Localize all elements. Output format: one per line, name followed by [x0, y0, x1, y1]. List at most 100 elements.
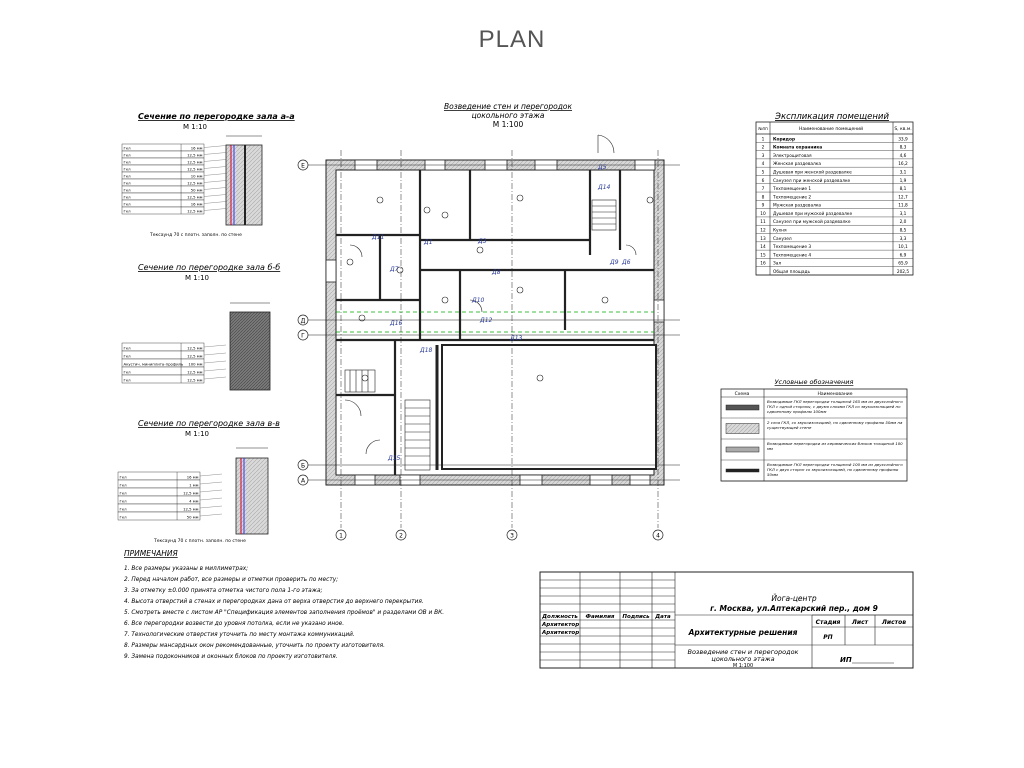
stamp-role-2: Архитектор — [541, 630, 579, 636]
section-layer-value: 10 мм — [191, 174, 203, 179]
section-layer-name: Гкл — [124, 378, 132, 383]
section-layer-value: 12,5 мм — [187, 181, 203, 186]
legend-swatch — [725, 446, 760, 453]
section-layer-value: 16 мм — [187, 475, 199, 480]
note-item: 8. Размеры мансардных окон рекомендованн… — [124, 643, 385, 649]
explication-cell-name: Коридор — [773, 136, 795, 142]
axis-bubble: 2 — [395, 529, 407, 541]
explication-cell-no: 16 — [760, 261, 766, 267]
legend-item: Возводимые ГКЛ перегородки толщиной 165 … — [721, 399, 907, 419]
axis-label: Е — [301, 163, 305, 170]
explication-cell-name: Техпомещение 3 — [772, 244, 811, 250]
svg-text:Д16: Д16 — [389, 320, 403, 327]
note-item: 4. Высота отверстий в стенах и перегород… — [124, 599, 424, 605]
svg-text:Д11: Д11 — [371, 234, 384, 241]
explication-cell-no: 8 — [762, 194, 765, 200]
explication-cell-area: 3,1 — [900, 211, 907, 217]
section-b-scale: М 1:10 — [185, 274, 209, 282]
section-layer-name: Гкл — [120, 491, 128, 496]
explication-cell-name: Электрощитовая — [773, 153, 812, 159]
section-layer-value: 12,5 мм — [183, 491, 199, 496]
axis-bubble: Б — [297, 459, 309, 471]
title-stamp: Должность Фамилия Подпись Дата Архитекто… — [539, 571, 914, 669]
explication-cell-no: 10 — [760, 211, 766, 217]
stamp-col-stage: Стадия — [816, 619, 841, 626]
stamp-col-sheet: Лист — [851, 619, 869, 626]
legend-swatch — [725, 468, 760, 473]
explication-cell-area: 6,9 — [900, 252, 907, 258]
section-layer-name: Гкл — [124, 174, 132, 179]
explication-cell-area: 65,9 — [898, 261, 908, 267]
svg-text:Д18: Д18 — [419, 347, 433, 354]
explication-cell-name: Душевая при мужской раздевалке — [773, 210, 852, 217]
legend-item: Возводимые ГКЛ перегородки толщиной 100 … — [721, 462, 907, 482]
section-layer-row: Гкл 12,5 мм — [121, 192, 227, 201]
section-layer-value: 50 мм — [191, 188, 203, 193]
explication-cell-name: Зал — [773, 261, 781, 267]
section-layer-name: Гкл — [120, 475, 128, 480]
note-item: 9. Замена подоконников и оконных блоков … — [124, 654, 338, 660]
explication-cell-area: 16,2 — [898, 161, 908, 167]
explication-cell-area: 3,1 — [900, 169, 907, 175]
explication-cell-area: 8,5 — [900, 228, 907, 234]
axis-bubble: 4 — [652, 529, 664, 541]
notes-block: ПРИМЕЧАНИЯ 1. Все размеры указаны в милл… — [124, 549, 444, 660]
explication-cell-name: Мужская раздевалка — [773, 203, 821, 209]
plan-scale: М 1:100 — [493, 120, 524, 129]
section-layer-value: 12,5 мм — [187, 195, 203, 200]
legend-item: Возводимые перегородки из керамических б… — [721, 441, 907, 461]
section-layer-row: Гкл 50 мм — [121, 185, 227, 194]
svg-text:Д5: Д5 — [597, 164, 607, 171]
stamp-col-sheets: Листов — [881, 619, 906, 626]
section-layer-name: Гкл — [124, 195, 132, 200]
page-title: PLAN — [478, 26, 546, 53]
section-layer-name: Акустич. миниплита-профиль — [124, 362, 184, 367]
section-a-a: Сечение по перегородке зала а-а М 1:10 Г… — [121, 112, 295, 238]
section-layer-value: 12,5 мм — [187, 346, 203, 351]
section-layer-name: Гкл — [124, 188, 132, 193]
note-item: 1. Все размеры указаны в миллиметрах; — [124, 566, 248, 572]
note-item: 6. Все перегородки возвести до уровня по… — [124, 621, 344, 627]
section-layer-value: 50 мм — [187, 515, 199, 520]
svg-text:Д12: Д12 — [479, 317, 493, 324]
section-layer-name: Гкл — [120, 499, 128, 504]
explication-cell-no: 14 — [760, 244, 766, 250]
explication-cell-no: 5 — [762, 169, 765, 175]
section-layer-name: Гкл — [120, 507, 128, 512]
stamp-role-1: Архитектор — [541, 622, 579, 628]
explication-cell-no: 13 — [760, 236, 766, 242]
note-item: 3. За отметку ±0.000 принята отметка чис… — [124, 588, 322, 594]
section-a-title: Сечение по перегородке зала а-а — [138, 112, 295, 121]
note-item: 2. Перед началом работ, все размеры и от… — [124, 577, 338, 583]
explication-cell-name: Санузел — [773, 236, 792, 242]
axis-bubble: Е — [297, 159, 309, 171]
explication-cell-no: 15 — [760, 252, 766, 258]
axis-label: Д — [301, 318, 306, 325]
explication-col-no: №пп — [758, 126, 768, 131]
section-layer-name: Гкл — [124, 370, 132, 375]
legend-swatch — [725, 404, 760, 411]
stamp-sheet-title-2: цокольного этажа — [711, 655, 774, 663]
section-layer-value: 12,5 мм — [183, 507, 199, 512]
section-a-note: Тексаунд 70 с плотн. заполн. по стене — [149, 232, 242, 238]
explication-cell-area: 2,0 — [900, 219, 907, 225]
axis-label: 4 — [656, 533, 660, 540]
legend-item: 2 слоя ГКЛ, со звукоизоляцией, по сдвоен… — [721, 420, 907, 440]
plan-title-line1: Возведение стен и перегородок — [444, 102, 573, 111]
axis-label: 3 — [510, 533, 514, 540]
explication-cell-name: Техпомещение 2 — [772, 194, 811, 200]
section-layer-value: 100 мм — [188, 362, 202, 367]
svg-text:Д1: Д1 — [423, 239, 433, 246]
explication-cell-area: 1,9 — [900, 178, 907, 184]
note-item: 7. Технологические отверстия уточнить по… — [124, 632, 355, 638]
